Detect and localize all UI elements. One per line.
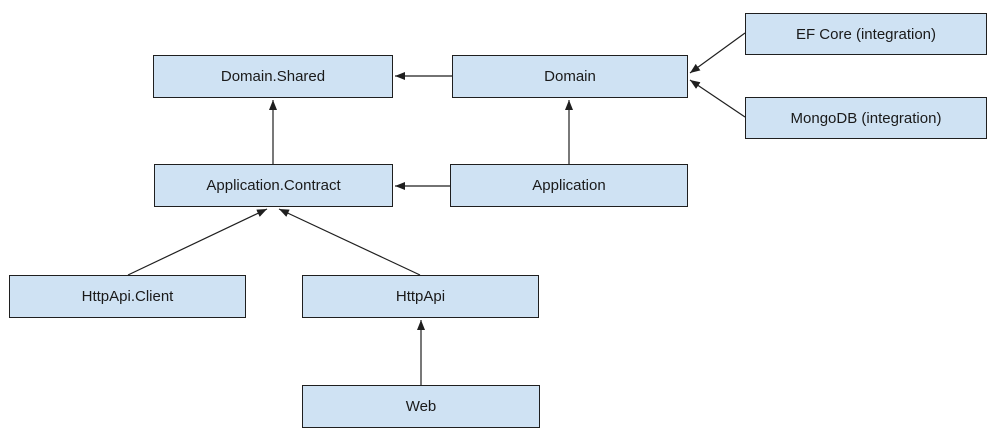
edge-httpapi-client-to-application-contract [127, 208, 268, 276]
node-label: Application [532, 177, 606, 194]
edge-ef-core-to-domain [689, 32, 746, 74]
node-httpapi: HttpApi [302, 275, 539, 318]
node-web: Web [302, 385, 540, 428]
node-label: HttpApi.Client [81, 288, 174, 305]
node-application: Application [450, 164, 688, 207]
edge-httpapi-to-application-contract [278, 208, 421, 276]
node-label: EF Core (integration) [795, 25, 937, 43]
node-httpapi-client: HttpApi.Client [9, 275, 246, 318]
node-domain: Domain [452, 55, 688, 98]
node-label: Web [405, 398, 437, 415]
node-application-contract: Application.Contract [154, 164, 393, 207]
edge-mongodb-to-domain [689, 79, 746, 118]
node-label: MongoDB (integration) [790, 109, 942, 127]
node-domain-shared: Domain.Shared [153, 55, 393, 98]
node-mongodb-integration: MongoDB (integration) [745, 97, 987, 139]
node-label: Application.Contract [206, 177, 341, 194]
node-label: HttpApi [395, 288, 446, 305]
node-ef-core-integration: EF Core (integration) [745, 13, 987, 55]
node-label: Domain [544, 68, 596, 85]
node-label: Domain.Shared [220, 68, 326, 85]
